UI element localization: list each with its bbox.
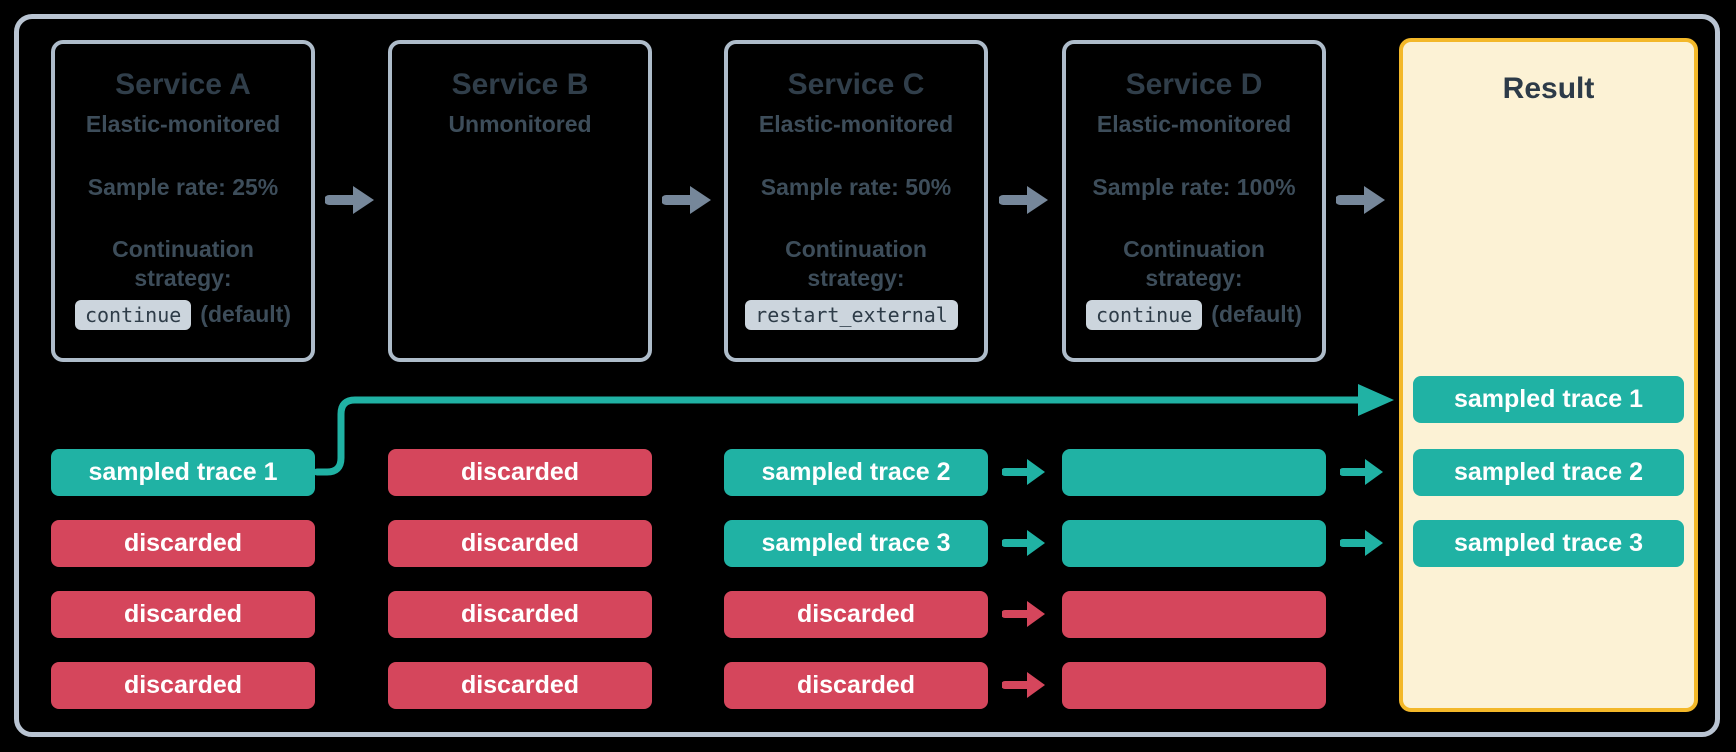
arrow-right-icon [1002,601,1045,627]
service-card-a: Service A Elastic-monitored Sample rate:… [51,40,315,362]
trace-box [1062,662,1326,709]
service-name: Service A [115,68,251,101]
trace-box: discarded [51,520,315,567]
diagram-border [14,14,1720,737]
result-trace-box: sampled trace 1 [1413,376,1684,423]
monitoring-status: Elastic-monitored [85,111,281,137]
trace-box: discarded [51,662,315,709]
strategy-code-badge: restart_external [745,299,958,330]
trace-box: discarded [724,662,988,709]
strategy-value-row: continue (default) [74,299,292,330]
result-card: Result [1399,38,1698,712]
strategy-value-row: continue (default) [1085,299,1303,330]
trace-box: discarded [388,449,652,496]
continuation-strategy-label: Continuation strategy: [1123,236,1265,291]
service-card-d: Service D Elastic-monitored Sample rate:… [1062,40,1326,362]
trace-box [1062,449,1326,496]
strategy-suffix: (default) [1211,301,1303,328]
trace-box: sampled trace 2 [724,449,988,496]
strategy-code-badge: continue [74,299,192,330]
arrow-right-icon [1002,672,1045,698]
sample-rate: Sample rate: 25% [87,174,279,200]
service-name: Service B [451,68,589,101]
trace-box: discarded [388,662,652,709]
trace-box: discarded [388,591,652,638]
arrow-right-icon [999,186,1048,214]
arrow-right-icon [1340,459,1383,485]
trace-box [1062,520,1326,567]
service-card-b: Service B Unmonitored [388,40,652,362]
trace-box: discarded [388,520,652,567]
result-trace-box: sampled trace 2 [1413,449,1684,496]
arrow-right-icon [1336,186,1385,214]
strategy-value-row: restart_external [745,299,967,330]
trace-box: sampled trace 1 [51,449,315,496]
sample-rate: Sample rate: 50% [760,174,952,200]
arrow-right-icon [1340,530,1383,556]
trace-box: sampled trace 3 [724,520,988,567]
result-title: Result [1502,72,1595,105]
monitoring-status: Unmonitored [448,111,592,137]
service-name: Service D [1125,68,1263,101]
strategy-suffix: (default) [200,301,292,328]
strategy-code-badge: continue [1085,299,1203,330]
arrow-right-icon [662,186,711,214]
trace-box [1062,591,1326,638]
monitoring-status: Elastic-monitored [1096,111,1292,137]
trace-box: discarded [724,591,988,638]
arrow-right-icon [1002,459,1045,485]
result-trace-box: sampled trace 3 [1413,520,1684,567]
monitoring-status: Elastic-monitored [758,111,954,137]
arrow-right-icon [1002,530,1045,556]
arrow-right-icon [325,186,374,214]
continuation-strategy-label: Continuation strategy: [785,236,927,291]
service-card-c: Service C Elastic-monitored Sample rate:… [724,40,988,362]
sample-rate: Sample rate: 100% [1092,174,1296,200]
continuation-strategy-label: Continuation strategy: [112,236,254,291]
trace-box: discarded [51,591,315,638]
service-name: Service C [787,68,925,101]
